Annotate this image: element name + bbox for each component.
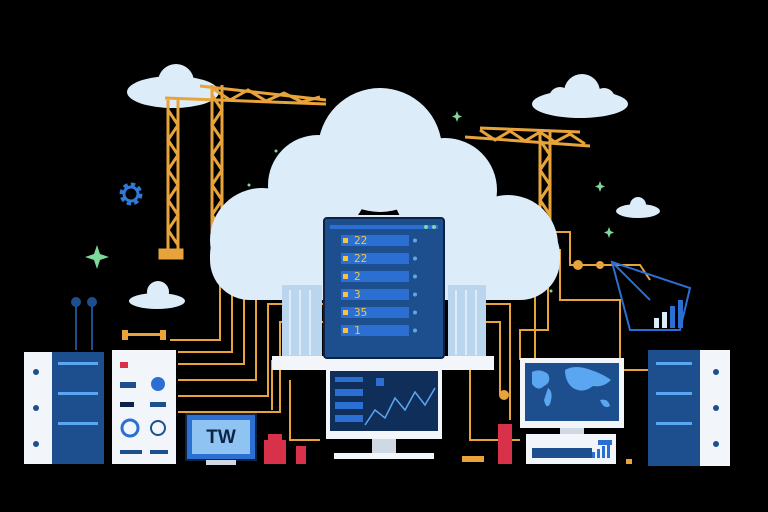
network-switch xyxy=(526,434,616,464)
cloud-icon xyxy=(616,197,660,218)
small-monitor-text: TW xyxy=(206,427,236,448)
rack-row: 22 xyxy=(341,234,417,247)
rack-row: 3 xyxy=(341,288,417,301)
rack-row-label: 22 xyxy=(354,252,367,265)
cloud-icon xyxy=(129,281,185,309)
bar-chart-icon xyxy=(610,260,692,331)
cloud-icon xyxy=(127,64,219,108)
monitor-icon: TW xyxy=(185,413,257,465)
gear-icon xyxy=(119,182,143,206)
sparkle-icon xyxy=(85,111,614,293)
control-panel xyxy=(112,350,176,464)
rack-row: 22 xyxy=(341,252,417,265)
rack-row: 2 xyxy=(341,270,417,283)
rack-row-label: 35 xyxy=(354,306,367,319)
rack-row-label: 22 xyxy=(354,234,367,247)
rack-row-label: 2 xyxy=(354,270,361,283)
rack-row-label: 3 xyxy=(354,288,361,301)
rack-row: 35 xyxy=(341,306,417,319)
antenna-icon xyxy=(71,297,97,350)
wire-node xyxy=(499,260,604,400)
server-rack-icon xyxy=(24,352,104,464)
server-rack-icon xyxy=(648,350,730,466)
red-device xyxy=(264,424,512,464)
rack-row-label: 1 xyxy=(354,324,361,337)
world-map-icon xyxy=(520,358,624,436)
rack-row: 1 xyxy=(341,324,417,337)
cloud-icon xyxy=(532,74,628,118)
monitor-icon xyxy=(326,367,442,459)
